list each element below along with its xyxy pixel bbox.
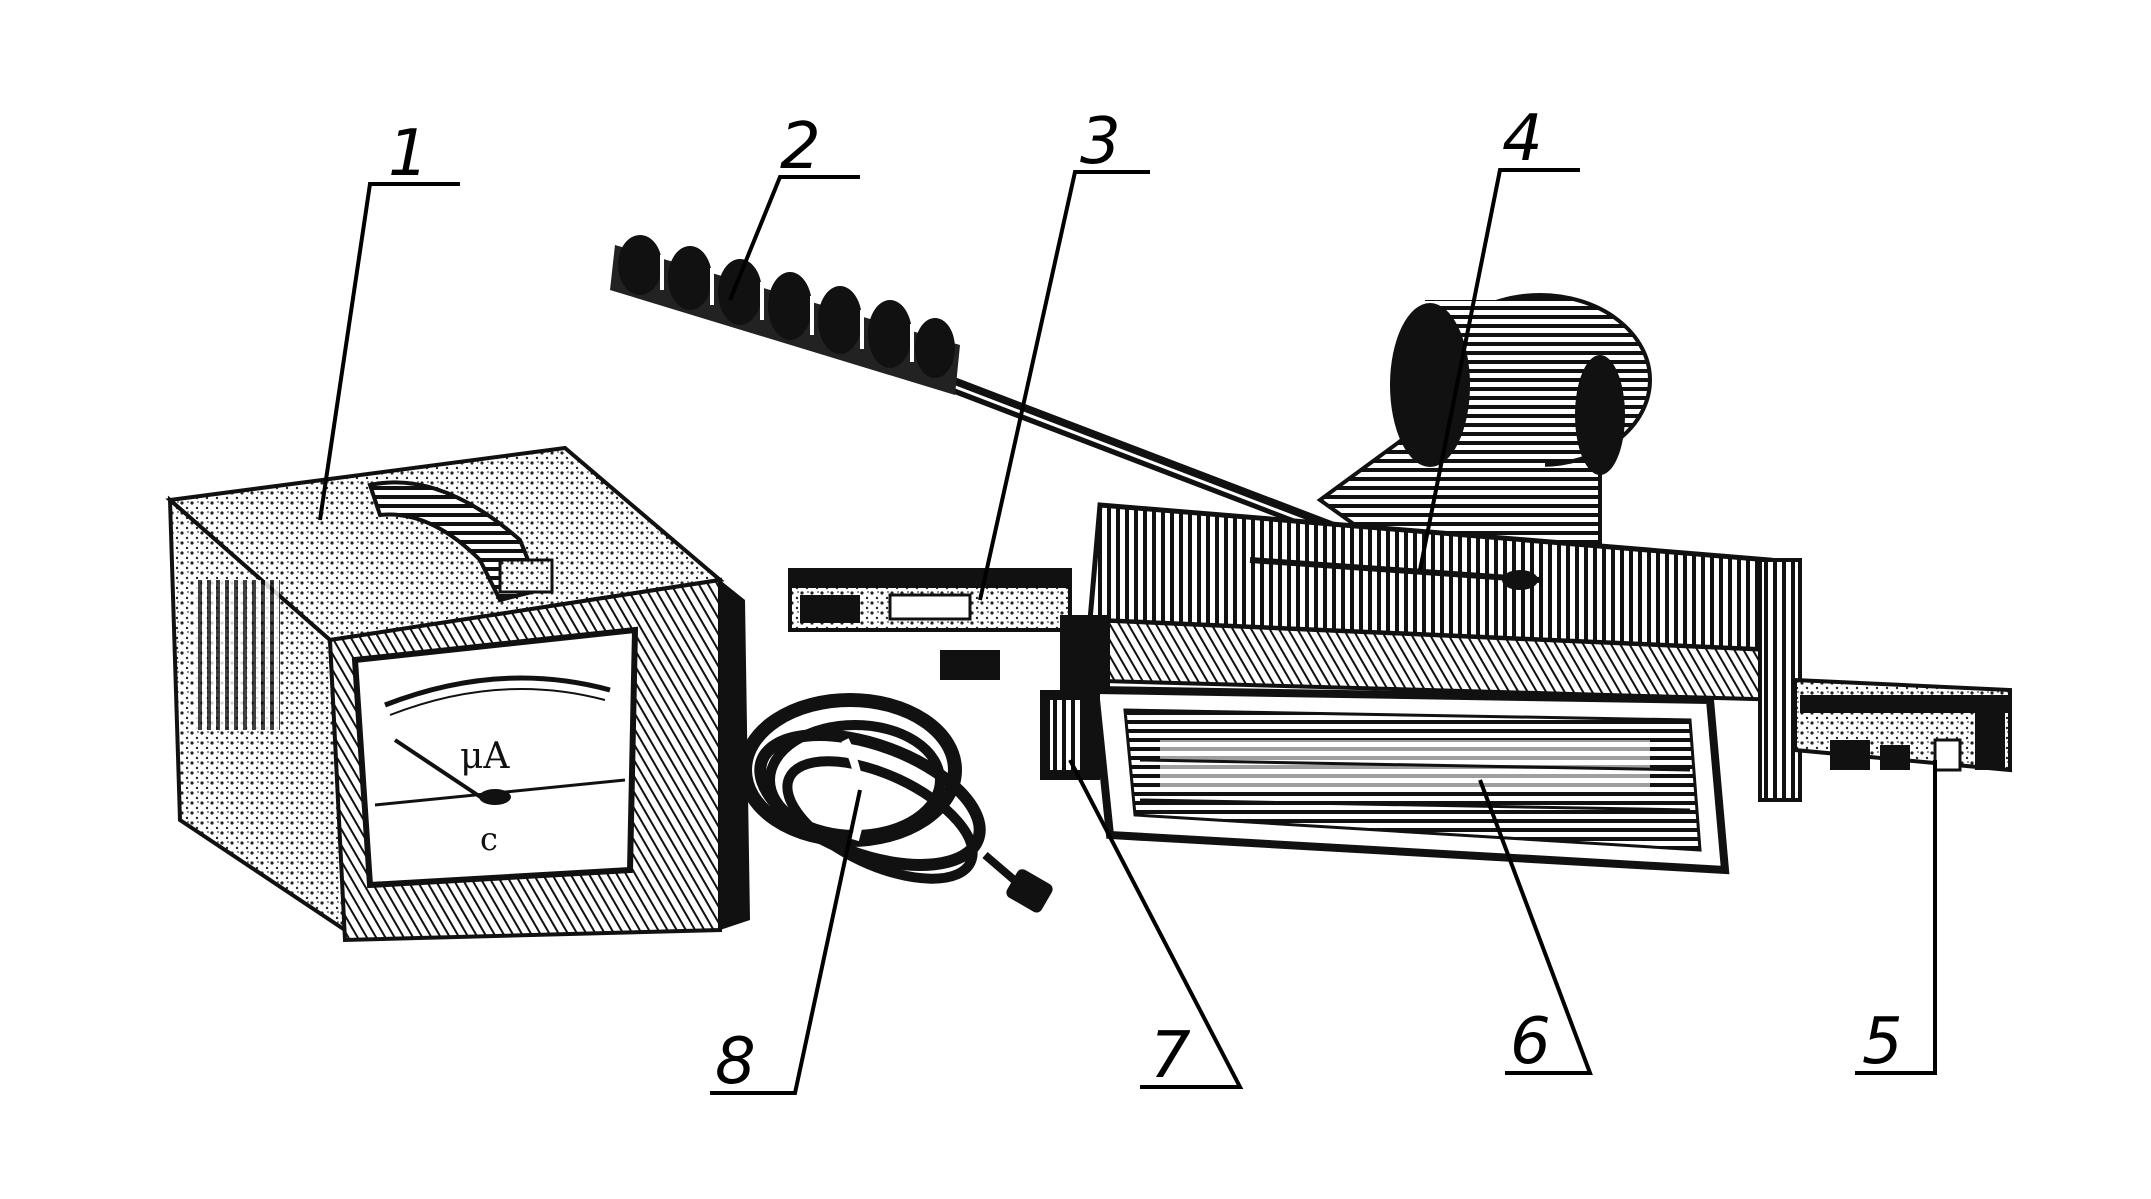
callout-3: 3 bbox=[1080, 105, 1121, 179]
leader-6 bbox=[1478, 779, 1593, 1075]
right-guide-rail bbox=[1793, 677, 2012, 773]
callout-4: 4 bbox=[1502, 102, 1543, 176]
callout-6: 6 bbox=[1510, 1005, 1551, 1079]
probe-rod bbox=[610, 235, 1493, 598]
leader-4 bbox=[1418, 168, 1580, 571]
callout-5: 5 bbox=[1862, 1005, 1903, 1079]
leader-7 bbox=[1068, 759, 1244, 1089]
meter-scale-arc bbox=[384, 675, 611, 708]
meter-box: μA c bbox=[165, 445, 750, 943]
front-tray bbox=[1090, 685, 1730, 875]
leader-3 bbox=[978, 170, 1150, 601]
leader-1 bbox=[318, 182, 460, 521]
leader-8 bbox=[710, 789, 862, 1095]
side-clamp bbox=[1040, 690, 1100, 780]
coiled-cable bbox=[738, 693, 1053, 913]
cable-plug bbox=[1006, 869, 1053, 913]
meter-needle bbox=[393, 738, 487, 802]
callout-1: 1 bbox=[388, 117, 429, 191]
callout-8: 8 bbox=[715, 1025, 756, 1099]
meter-scale-mark: c bbox=[480, 820, 498, 858]
meter-unit-label: μA bbox=[460, 736, 510, 777]
leader-5 bbox=[1855, 760, 1937, 1075]
callout-2: 2 bbox=[780, 110, 821, 184]
carriage-body bbox=[1060, 502, 1802, 802]
leader-2 bbox=[728, 175, 860, 301]
callout-7: 7 bbox=[1150, 1019, 1191, 1093]
callout-numbers: 1 2 3 4 5 6 7 8 bbox=[388, 102, 1903, 1099]
left-guide-rail bbox=[788, 568, 1072, 680]
callout-leaders bbox=[318, 168, 1937, 1095]
